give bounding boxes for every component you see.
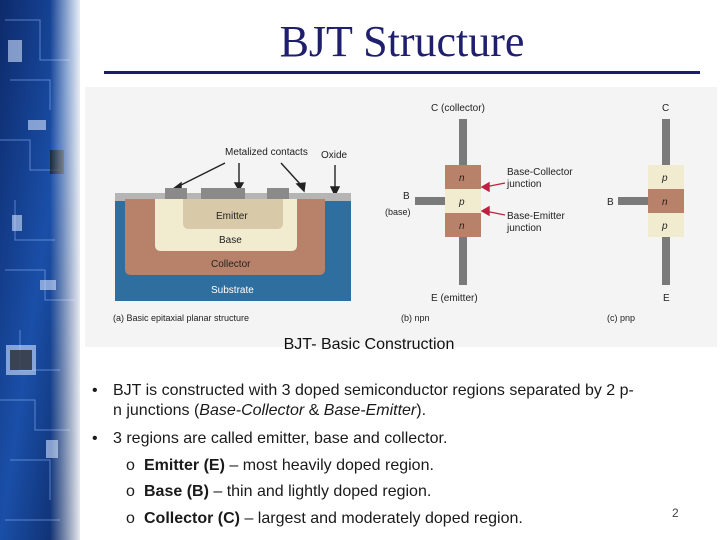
contact-base-left [165, 188, 187, 199]
npn-base-paren: (base) [385, 207, 411, 217]
pnp-base-terminal: B [607, 197, 614, 208]
bullet-marker: • [92, 430, 98, 447]
sub-bullet-marker: o [126, 457, 135, 474]
pnp-base-lead [618, 197, 648, 205]
sub-bullet-term: Emitter (E) [144, 457, 225, 474]
npn-base-lead [415, 197, 445, 205]
panel-b-npn: C (collector) n p n B (base) Base-Collec… [385, 103, 573, 323]
panel-c-pnp: C p n p B E (c) pnp [607, 103, 684, 323]
bc-junction-line1: Base-Collector [507, 167, 573, 178]
panel-b-caption: (b) npn [401, 313, 430, 323]
sub-bullet-desc: – largest and moderately doped region. [240, 510, 523, 527]
npn-layer-bottom [445, 213, 481, 237]
bullet-1-text-prefix: n junctions ( [113, 402, 200, 419]
be-junction-line1: Base-Emitter [507, 211, 565, 222]
sub-bullet-emitter: o Emitter (E) – most heavily doped region… [126, 456, 434, 476]
pnp-layer-bottom [648, 213, 684, 237]
npn-layer-mid [445, 189, 481, 213]
oxide-label: Oxide [321, 150, 348, 161]
sub-bullet-collector: o Collector (C) – largest and moderately … [126, 509, 523, 529]
sub-bullet-marker: o [126, 483, 135, 500]
bullet-item-2: • 3 regions are called emitter, base and… [92, 429, 702, 449]
page-number: 2 [672, 506, 679, 520]
bjt-structure-figure: Metalized contacts Oxide Emitter [85, 87, 717, 347]
contact-base-right [267, 188, 289, 199]
bullet-1-base-emitter: Base-Emitter [323, 402, 417, 419]
pnp-collector-lead [662, 119, 670, 165]
npn-layer-mid-label: p [458, 197, 465, 208]
pnp-collector-terminal: C [662, 103, 669, 114]
pnp-layer-mid [648, 189, 684, 213]
bjt-diagram: Metalized contacts Oxide Emitter [85, 87, 717, 347]
base-label: Base [219, 235, 242, 246]
decorative-circuit-sidebar [0, 0, 80, 540]
npn-collector-terminal: C (collector) [431, 103, 485, 114]
bullet-1-line1: BJT is constructed with 3 doped semicond… [113, 382, 634, 399]
panel-a-caption: (a) Basic epitaxial planar structure [113, 313, 249, 323]
npn-collector-lead [459, 119, 467, 165]
sub-bullet-base: o Base (B) – thin and lightly doped regio… [126, 482, 431, 502]
npn-base-terminal: B [403, 191, 410, 202]
bullet-item-1: • BJT is constructed with 3 doped semico… [92, 381, 702, 421]
bc-junction-line2: junction [506, 179, 541, 190]
bullet-1-text-suffix: ). [416, 402, 427, 419]
bullet-1-base-collector: Base-Collector [199, 402, 305, 419]
figure-caption: BJT- Basic Construction [283, 336, 455, 353]
pnp-layer-bottom-label: p [661, 221, 668, 232]
sub-bullet-desc: – most heavily doped region. [224, 457, 434, 474]
emitter-region [183, 199, 283, 229]
npn-layer-bottom-label: n [459, 221, 465, 232]
pnp-emitter-terminal: E [663, 293, 670, 304]
npn-emitter-terminal: E (emitter) [431, 293, 478, 304]
bullet-1-line2: n junctions (Base-Collector & Base-Emitt… [113, 401, 702, 421]
bullet-1-text-mid: & [304, 402, 324, 419]
pnp-layer-top-label: p [661, 173, 668, 184]
circuit-board-image [0, 0, 80, 540]
slide-title: BJT Structure [279, 17, 525, 66]
bullet-2-text: 3 regions are called emitter, base and c… [113, 430, 448, 447]
panel-a-planar-structure: Metalized contacts Oxide Emitter [113, 147, 351, 323]
emitter-label: Emitter [216, 211, 248, 222]
sub-bullet-desc: – thin and lightly doped region. [208, 483, 432, 500]
metalized-contacts-label: Metalized contacts [225, 147, 308, 158]
pnp-emitter-lead [662, 237, 670, 285]
panel-c-caption: (c) pnp [607, 313, 635, 323]
npn-layer-top-label: n [459, 173, 465, 184]
bullet-marker: • [92, 382, 98, 399]
npn-emitter-lead [459, 237, 467, 285]
collector-label: Collector [211, 259, 251, 270]
substrate-label: Substrate [211, 285, 254, 296]
contact-emitter [201, 188, 245, 199]
pnp-layer-mid-label: n [662, 197, 668, 208]
npn-layer-top [445, 165, 481, 189]
be-junction-line2: junction [506, 223, 541, 234]
title-underline [104, 71, 700, 74]
sub-bullet-marker: o [126, 510, 135, 527]
sub-bullet-term: Base (B) [144, 483, 209, 500]
sub-bullet-term: Collector (C) [144, 510, 240, 527]
pnp-layer-top [648, 165, 684, 189]
